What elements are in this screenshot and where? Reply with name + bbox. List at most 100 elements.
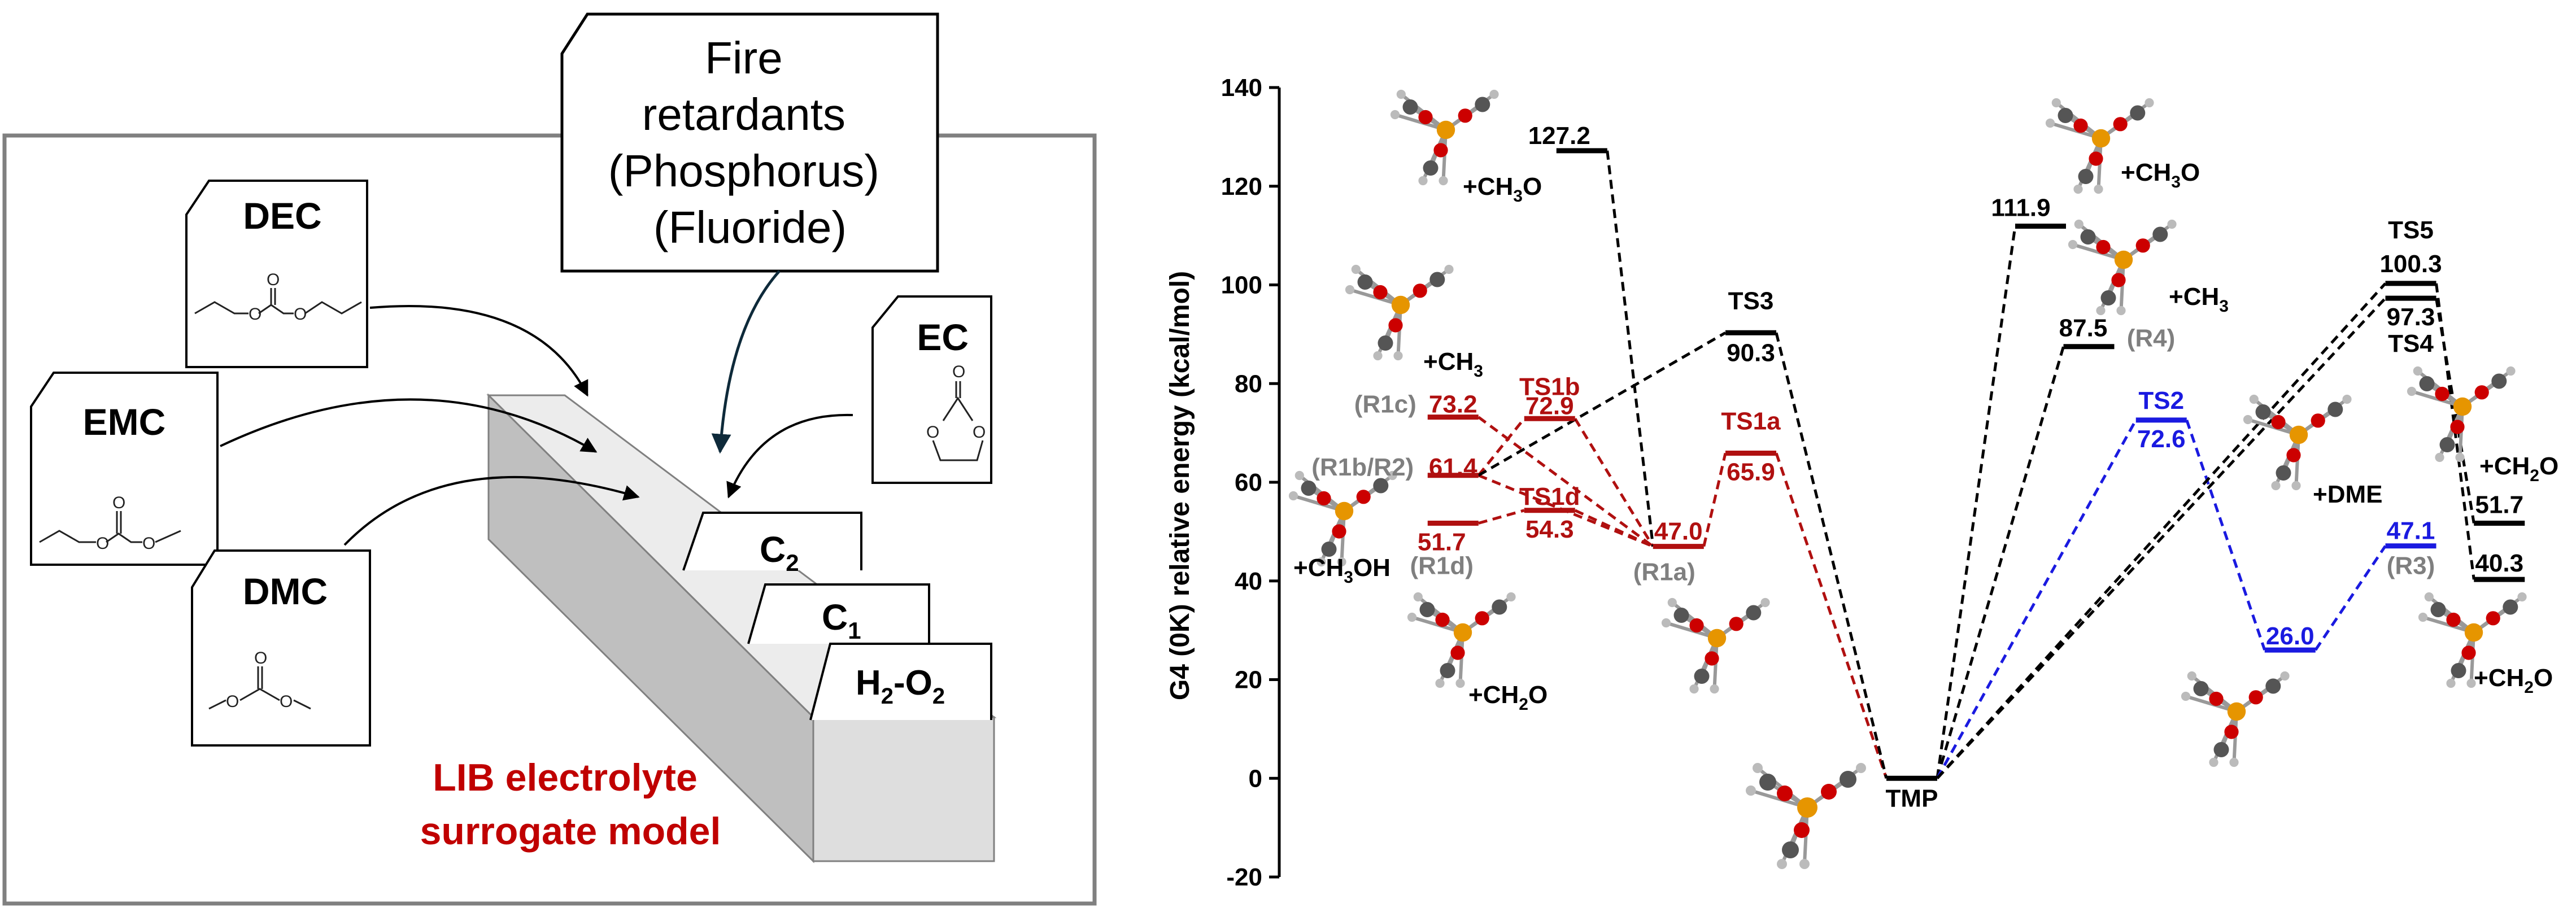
svg-text:O: O (952, 363, 965, 381)
product-ch3o_right: +CH3O (2121, 159, 2200, 191)
product-ch2o_r2: +CH2O (2474, 664, 2553, 697)
path-r1d-ts1d (1478, 509, 1525, 525)
value-label-r3: 47.1 (2387, 517, 2435, 545)
emc-label: EMC (83, 401, 166, 443)
molecule-icon (2181, 671, 2290, 767)
product-ch3_left: +CH3 (1423, 348, 1483, 381)
y-tick-label: 100 (1221, 272, 1262, 299)
value-label-ts3: 90.3 (1727, 339, 1775, 366)
molecule-icon (2407, 366, 2516, 462)
path-tmp-ts2 (1936, 419, 2137, 779)
name-label-ts2: TS2 (2138, 387, 2184, 414)
value-label-r1a: 47.0 (1654, 518, 1703, 546)
svg-text:O: O (267, 270, 280, 289)
dmc-label: DMC (243, 570, 328, 612)
tag-label-r1d: (R1d) (1410, 552, 1474, 580)
c1-sub: 1 (848, 617, 861, 644)
dec-label: DEC (243, 195, 321, 237)
svg-text:Fire retardants (P: Fire retardants (Phosphorus) (Fluoride) (608, 33, 892, 252)
fire-retardants-box: Fire retardants (Phosphorus) (Fluoride) (560, 12, 939, 273)
path-r1c-r1a (1477, 416, 1654, 548)
value-label-p111: 111.9 (1991, 194, 2050, 222)
product-ch3o_lbl: +CH3O (1463, 173, 1542, 206)
path-tmp-ts4 (1936, 297, 2387, 779)
svg-text:O: O (280, 692, 293, 711)
tag-label-r1c: (R1c) (1354, 391, 1416, 418)
path-ch3o-r1a (1606, 150, 1655, 547)
path-min26-r3 (2314, 545, 2387, 651)
svg-text:O: O (973, 423, 986, 442)
path-tmp-ts5 (1936, 282, 2387, 779)
h2o2-tab: H2-O2 (809, 643, 992, 721)
molecule-icon (1390, 89, 1499, 186)
svg-text:O: O (254, 649, 267, 667)
c2-sub: 2 (786, 549, 799, 576)
emc-card: EMC O O O (30, 372, 219, 566)
product-ch2o_left: +CH2O (1468, 681, 1548, 714)
y-axis-label: G4 (0K) relative energy (kcal/mol) (1165, 271, 1195, 700)
path-ts3-tmp (1775, 332, 1888, 779)
name-label-ts3: TS3 (1728, 287, 1774, 315)
value-label-ts2: 72.6 (2137, 425, 2186, 453)
molecule-icon (2418, 592, 2527, 688)
value-label-r1b: 61.4 (1429, 453, 1477, 481)
y-tick-label: 140 (1221, 74, 1262, 102)
value-label-ts1b: 72.9 (1525, 392, 1574, 420)
c1-main: C (822, 597, 848, 638)
path-r1b-ts3 (1477, 331, 1727, 477)
y-tick-label: 20 (1235, 666, 1262, 694)
tag-label-r1b: (R1b/R2) (1311, 453, 1414, 481)
svg-text:O: O (249, 305, 261, 324)
svg-text:C2: C2 (760, 529, 799, 576)
path-tmp-p111 (1936, 226, 2017, 779)
reaction-paths (1477, 150, 2475, 779)
molecule-icon (1746, 763, 1866, 869)
tag-label-r3: (R3) (2387, 552, 2435, 580)
path-r1b-ts1b (1477, 417, 1525, 477)
dec-card: DEC O O O (185, 180, 368, 368)
dec-structure (194, 288, 362, 315)
path-tmp-r4 (1936, 346, 2065, 779)
dmc-structure (208, 666, 311, 710)
svg-text:H2-O2: H2-O2 (856, 664, 945, 709)
ec-label: EC (917, 316, 969, 358)
y-tick-label: 80 (1235, 370, 1262, 398)
product-ch3_right: +CH3 (2169, 283, 2229, 316)
value-label-min26: 26.0 (2266, 622, 2315, 650)
value-label-ts5: 100.3 (2379, 250, 2442, 278)
svg-text:O: O (294, 305, 307, 324)
name-label-ts4: TS4 (2388, 330, 2434, 357)
ec-structure (932, 381, 984, 461)
path-ts1a-tmp (1775, 452, 1888, 779)
path-ts1b-r1a (1574, 417, 1654, 547)
tag-label-r4: (R4) (2127, 325, 2176, 352)
svg-text:O: O (142, 534, 155, 553)
molecule-icon (2045, 98, 2154, 194)
molecule-icon (2068, 219, 2177, 316)
y-tick-label: 120 (1221, 173, 1262, 200)
name-label-ts5: TS5 (2388, 216, 2434, 244)
state-label-tmp: TMP (1886, 784, 1938, 812)
name-label-ts1b: TS1b (1519, 373, 1580, 400)
energy-levels (1427, 148, 2525, 781)
c2-main: C (760, 529, 786, 570)
path-r1a-ts1a (1702, 452, 1727, 547)
value-label-r1c: 73.2 (1429, 391, 1477, 418)
svg-text:O: O (112, 494, 125, 512)
value-label-ts1a: 65.9 (1727, 458, 1775, 486)
y-tick-label: 40 (1235, 568, 1262, 595)
tag-label-r1a: (R1a) (1633, 558, 1695, 586)
value-label-p40: 40.3 (2475, 549, 2523, 577)
value-label-ts1d: 54.3 (1525, 516, 1574, 543)
value-label-ts4: 97.3 (2387, 303, 2435, 331)
dmc-card: DMC O O O (191, 549, 371, 747)
ec-card: EC O O O (871, 295, 992, 484)
molecule-icon (2243, 394, 2352, 491)
value-label-ch3o: 127.2 (1528, 122, 1590, 150)
svg-text:O: O (96, 534, 109, 553)
product-ch2o_r1: +CH2O (2479, 452, 2558, 485)
value-label-p51: 51.7 (2475, 491, 2523, 519)
